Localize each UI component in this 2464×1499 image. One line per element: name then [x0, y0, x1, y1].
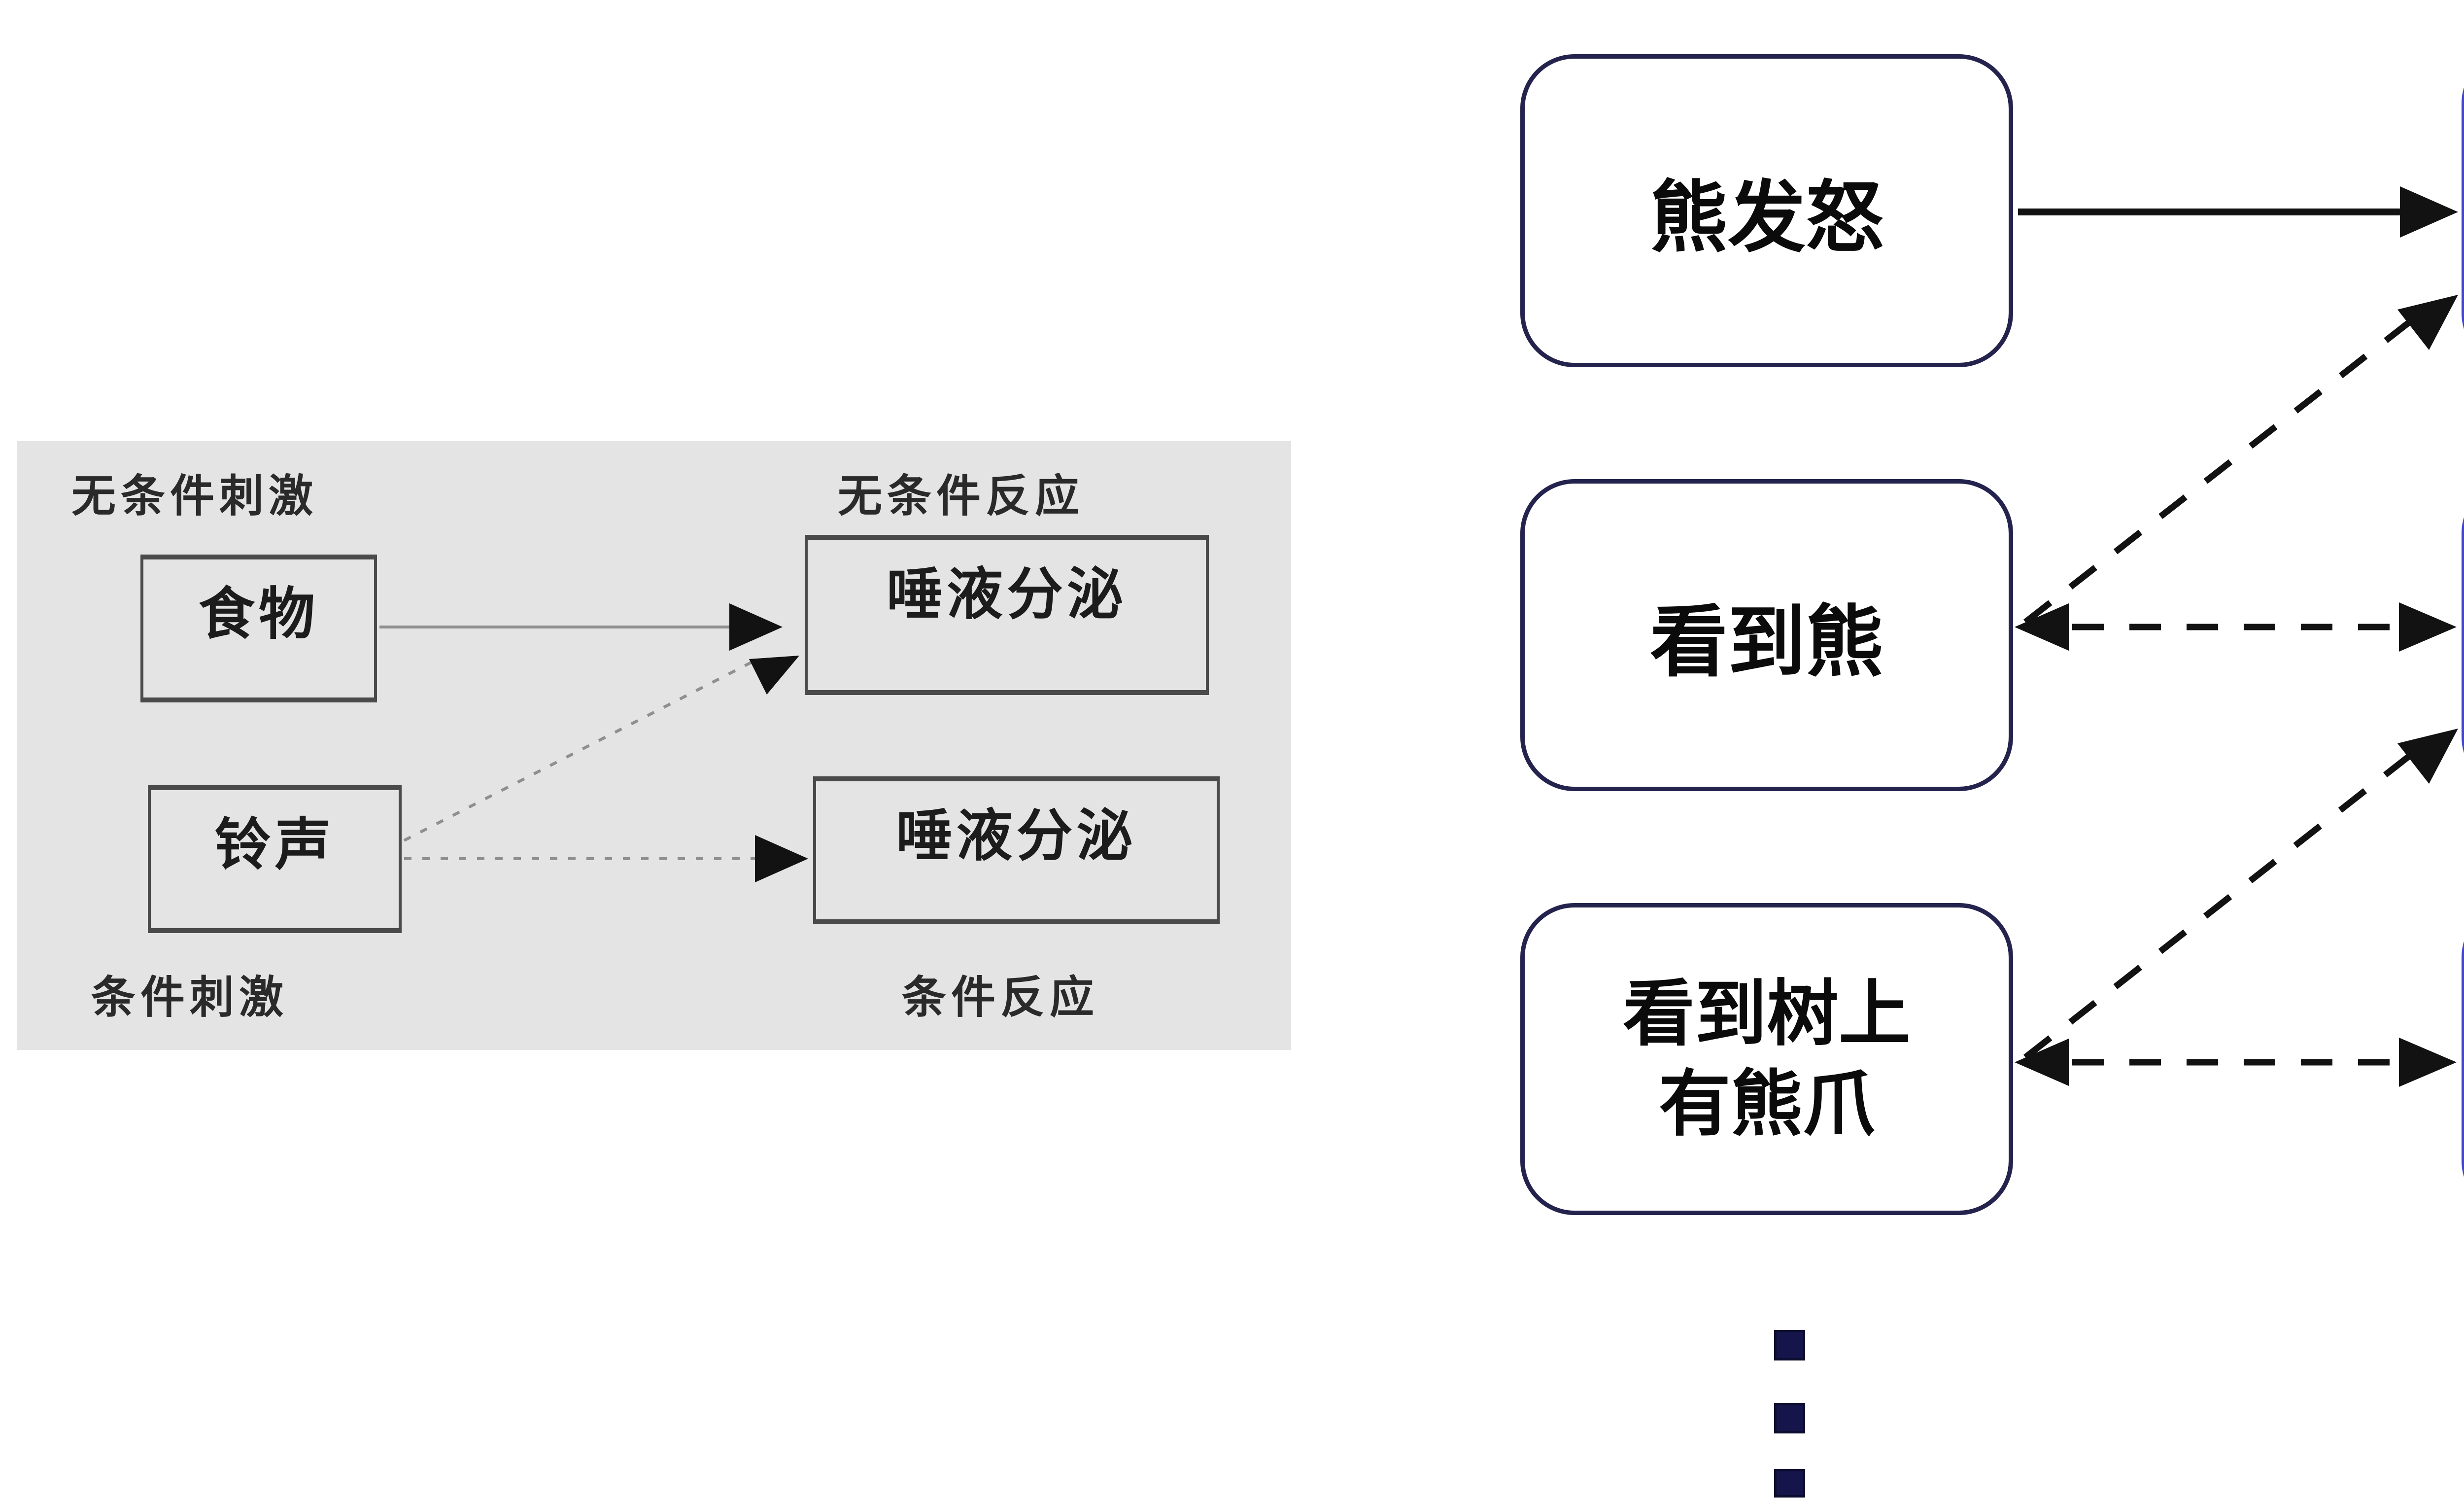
salivation-box-bottom: 唾液分泌: [813, 776, 1220, 924]
dashed-line-bell-to-salivation-top: [403, 660, 754, 842]
bear-angry-label: 熊发怒: [1650, 174, 1883, 261]
salivation-bottom-label: 唾液分泌: [896, 805, 1137, 868]
bell-box-label: 铃声: [214, 814, 335, 876]
pavlov-conditioning-panel: 无条件刺激 无条件反应 食物 唾液分泌 铃声 唾液分泌 条件刺激 条件反应: [17, 441, 1291, 1050]
arrowhead-bell-to-salivation-top: [749, 656, 799, 695]
food-box-label: 食物: [198, 583, 319, 646]
food-box: 食物: [140, 555, 377, 702]
ellipsis-dot: [1774, 1403, 1805, 1433]
see-bear-label: 看到熊: [1650, 599, 1883, 686]
see-claw-label: 看到树上 有熊爪: [1623, 974, 1911, 1144]
ellipsis-dot: [1774, 1330, 1805, 1360]
arrowhead-diagonal-into-reward: [2397, 295, 2458, 350]
label-unconditioned-stimulus: 无条件刺激: [71, 472, 318, 521]
bell-box: 铃声: [148, 785, 402, 933]
see-bear-box: 看到熊: [1520, 479, 2013, 791]
arrowhead-into-value-state: [2399, 1038, 2457, 1087]
dashed-arrow-see-bear-to-reward: [2023, 315, 2417, 625]
arrowhead-diagonal-into-value-next: [2397, 729, 2458, 784]
arrowhead-food-to-salivation: [729, 603, 783, 651]
arrowhead-into-value-next: [2399, 602, 2457, 652]
dashed-arrow-see-claw-to-value-next: [2023, 749, 2417, 1060]
salivation-box-top: 唾液分泌: [805, 535, 1209, 695]
salivation-top-label: 唾液分泌: [886, 563, 1127, 626]
arrowhead-into-see-bear: [2015, 603, 2069, 651]
see-claw-box: 看到树上 有熊爪: [1520, 903, 2013, 1215]
ellipsis-dot: [1774, 1469, 1805, 1498]
arrowhead-into-see-claw: [2015, 1039, 2069, 1086]
bear-angry-box: 熊发怒: [1520, 54, 2013, 367]
label-unconditioned-response: 无条件反应: [838, 472, 1084, 521]
label-conditioned-stimulus: 条件刺激: [91, 973, 288, 1022]
arrowhead-bear-to-reward: [2400, 186, 2458, 238]
label-conditioned-response: 条件反应: [902, 973, 1099, 1022]
arrowhead-bell-to-salivation-bottom: [755, 835, 808, 882]
